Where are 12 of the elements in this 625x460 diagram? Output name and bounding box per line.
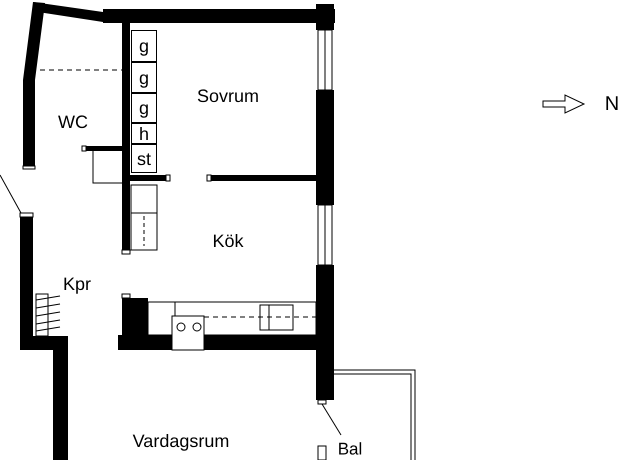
room-label: WC [58,113,88,131]
cabinet-label: g [131,62,157,93]
room-label: Sovrum [197,87,259,105]
cabinet-label: h [131,123,157,144]
room-label: Kök [212,232,244,250]
cabinet-label: g [131,93,157,123]
cabinet-label: g [131,30,157,62]
room-label: Kpr [63,275,91,293]
cabinet-label: st [131,144,157,173]
room-label: Bal [338,440,362,458]
compass-label: N [604,94,620,114]
room-label: Vardagsrum [132,432,230,450]
